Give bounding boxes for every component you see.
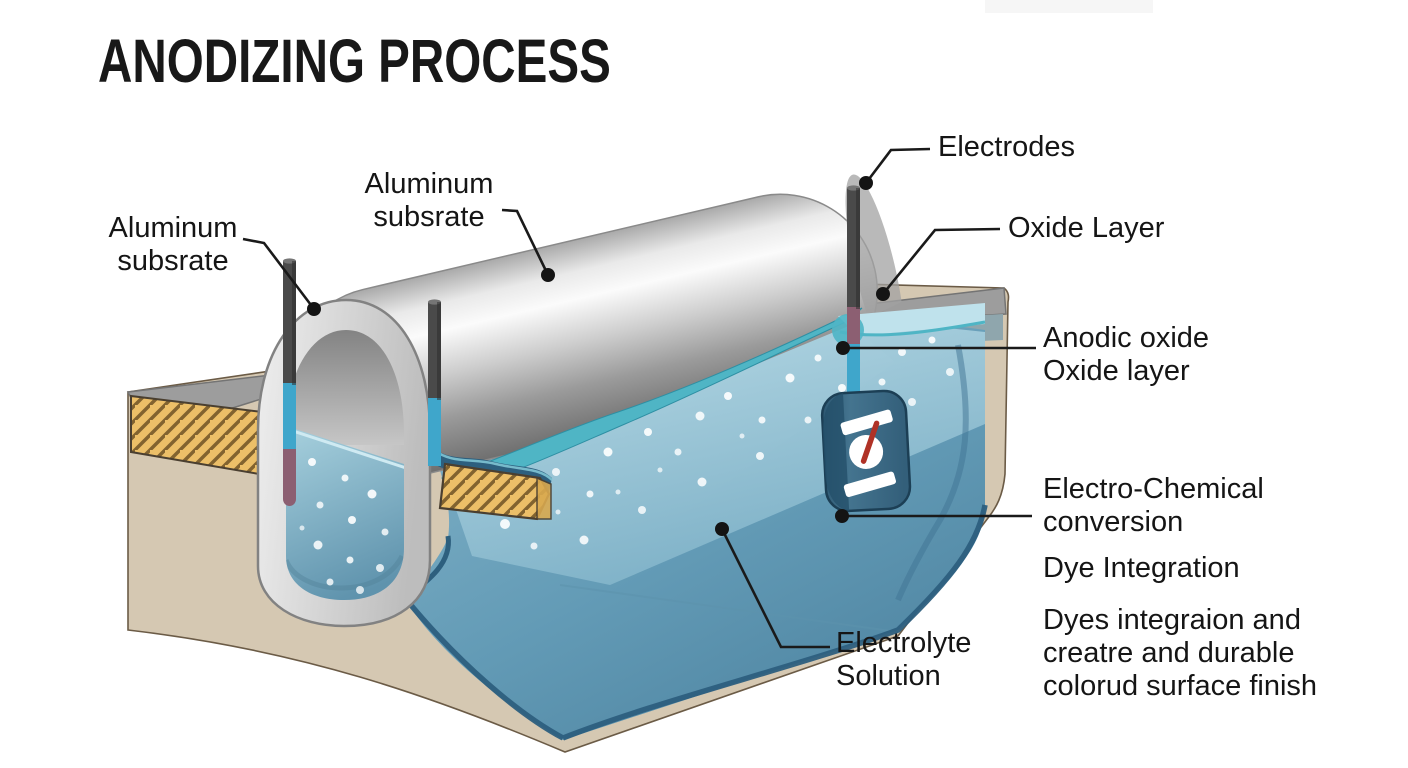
- label-line: Solution: [836, 660, 941, 692]
- label-line: Dyes integraion and: [1043, 604, 1301, 636]
- label-line: subsrate: [117, 245, 229, 277]
- gauge-needle: [860, 420, 880, 464]
- bubbles-cutaway: [299, 458, 389, 594]
- label-line: Anodic oxide: [1043, 322, 1210, 354]
- label-line: Oxide layer: [1043, 355, 1190, 387]
- device-stripe-bottom: [843, 471, 896, 497]
- label-oxide-layer: Oxide Layer: [1008, 212, 1165, 244]
- label-aluminum-substrate-top: Aluminum subsrate: [344, 168, 514, 234]
- label-line: Electrolyte: [836, 627, 972, 659]
- leader-lines: [242, 147, 1036, 649]
- label-line: Aluminum: [108, 212, 238, 244]
- label-electrodes: Electrodes: [938, 131, 1076, 163]
- liquid-floor-edge: [402, 504, 988, 741]
- label-aluminum-substrate-left: Aluminum subsrate: [88, 212, 258, 278]
- label-anodic-oxide: Anodic oxide Oxide layer: [1043, 322, 1209, 388]
- cut-edge-wedge: [432, 447, 553, 521]
- label-line: Electro-Chemical: [1043, 473, 1264, 505]
- label-line: conversion: [1043, 506, 1184, 538]
- cutaway-shell: [256, 298, 432, 628]
- label-line: creatre and durable: [1043, 637, 1295, 669]
- surface-pool-right: [838, 303, 985, 336]
- label-line: Aluminum: [364, 168, 494, 200]
- label-dye-integration: Dye Integration: [1043, 552, 1240, 584]
- electrode-right: [847, 185, 860, 400]
- label-line: colorud surface finish: [1043, 670, 1318, 702]
- device-stripe-top: [840, 409, 893, 436]
- electrode-middle: [428, 299, 441, 466]
- meter-device: [820, 389, 912, 513]
- scan-artifact: [985, 0, 1153, 13]
- label-electrolyte-solution: Electrolyte Solution: [836, 627, 971, 693]
- label-line: subsrate: [373, 201, 485, 233]
- electrode-left: [283, 258, 296, 506]
- label-dyes-note: Dyes integraion and creatre and durable …: [1043, 604, 1317, 703]
- label-electro-chemical: Electro-Chemical conversion: [1043, 473, 1264, 539]
- tank-corner-shadow: [895, 344, 969, 602]
- page-title: ANODIZING PROCESS: [98, 27, 611, 95]
